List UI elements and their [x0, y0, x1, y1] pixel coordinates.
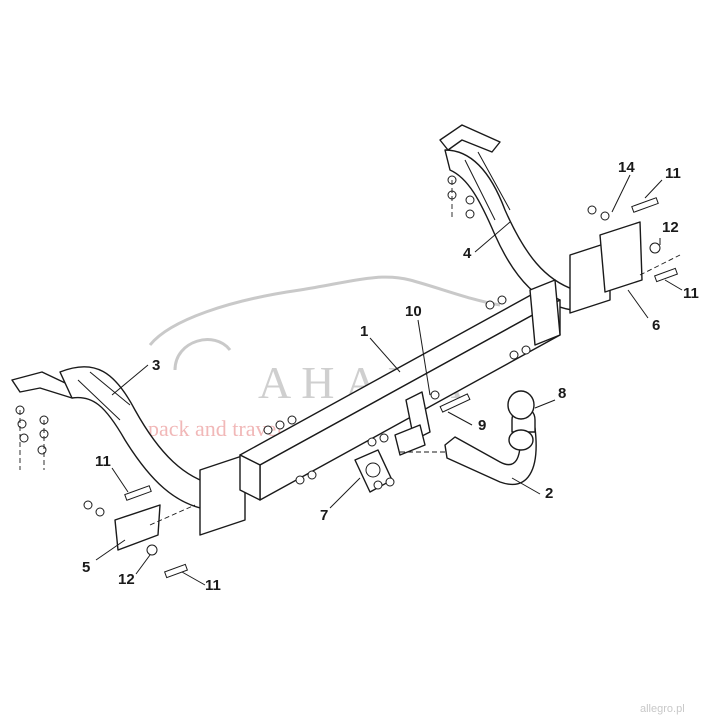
callout-14: 14 [618, 159, 635, 176]
callout-5: 5 [82, 559, 90, 576]
left-side-bracket [11, 366, 246, 536]
tow-ball-assembly [394, 390, 537, 485]
callout-10: 10 [405, 303, 422, 320]
callout-12-left: 12 [118, 571, 135, 588]
watermark-car-outline-icon [148, 275, 501, 346]
callout-6: 6 [652, 317, 660, 334]
callout-11-left-top: 11 [95, 453, 111, 470]
watermark-tagline: pack and travel [148, 416, 282, 441]
callout-11-left-bottom: 11 [205, 577, 221, 594]
watermark-car-wheel-icon [173, 338, 232, 371]
callout-4: 4 [463, 245, 472, 262]
callout-11-right-bottom: 11 [683, 285, 699, 302]
callout-11-right-top: 11 [665, 165, 681, 182]
callout-1: 1 [360, 323, 368, 340]
hardware-fasteners [15, 175, 679, 579]
callout-8: 8 [558, 385, 566, 402]
callout-2: 2 [545, 485, 553, 502]
socket-plate [354, 449, 393, 493]
callout-9: 9 [478, 417, 486, 434]
callout-12-right: 12 [662, 219, 679, 236]
side-plates [114, 221, 643, 551]
callout-labels: 1 2 3 4 5 6 7 8 9 10 11 11 11 11 12 12 1… [82, 159, 699, 594]
image-credit: allegro.pl [640, 703, 685, 715]
right-side-bracket [439, 124, 611, 314]
callout-7: 7 [320, 507, 328, 524]
assembly-lines [19, 180, 681, 526]
callout-3: 3 [152, 357, 160, 374]
leader-lines [95, 174, 683, 586]
